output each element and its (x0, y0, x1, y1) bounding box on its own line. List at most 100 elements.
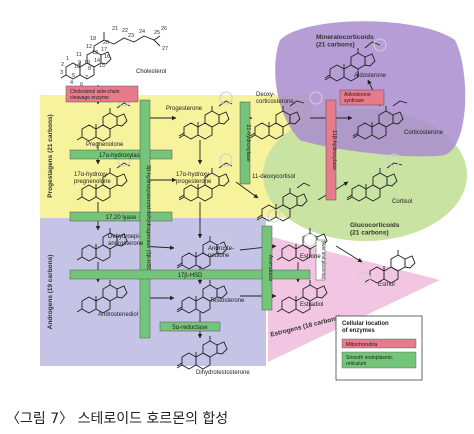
carbon-number: 14 (94, 58, 100, 64)
group-ring (267, 209, 281, 223)
caption-text: 스테로이드 호르몬의 합성 (77, 411, 229, 427)
group-ring (303, 233, 317, 247)
estradiol-label: Estradiol (300, 302, 323, 308)
cortisol-label: Cortisol (392, 199, 412, 205)
mineralocorticoid-zone (275, 21, 466, 157)
enzyme-box-3b-hsd (139, 99, 151, 339)
estrone-label: Estrone (300, 254, 321, 260)
carbon-number: 18 (90, 36, 96, 42)
group-ring (387, 153, 401, 167)
deoxycortisol-structure (256, 182, 311, 222)
carbon-number: 16 (104, 54, 110, 60)
pregnenolone-label: Pregnenolone (86, 142, 124, 148)
cortisol-structure (346, 162, 403, 202)
enzyme-label-17a-hydroxylase: 17α-hydroxylase (99, 153, 144, 159)
deoxycorticosterone-label: Deoxy-corticosterone (256, 92, 294, 105)
enzyme-box-5a-reductase (159, 321, 221, 332)
caption-prefix: 〈그림 7〉 (6, 411, 74, 427)
enzyme-box-17a-hydroxylase (69, 149, 173, 160)
carbon-number: 3 (60, 70, 63, 76)
carbon-number: 8 (88, 66, 91, 72)
deoxycortisol-label: 11-deoxycortisol (252, 174, 295, 180)
progestagens-label: Progestagens (21 carbons) (47, 114, 54, 197)
deoxycorticosterone-structure (249, 100, 305, 140)
enzyme-box-1720-lyase (69, 211, 173, 222)
carbon-number: 13 (92, 50, 98, 56)
testosterone-label: Testosterone (210, 298, 245, 304)
dht-label: Dihydrotestosterone (196, 370, 250, 376)
arrow (335, 245, 363, 263)
carbon-number: 1 (66, 56, 69, 62)
arrow (235, 181, 259, 199)
group-ring (373, 38, 387, 52)
carbon-number: 19 (84, 60, 90, 66)
legend-swatch-mitochondria (341, 338, 417, 349)
enzyme-box-aromatase (261, 225, 273, 311)
corticosterone-label: Corticosterone (404, 130, 444, 136)
androgens-label: Androgens (19 carbons) (47, 255, 54, 330)
estrogen-zone (268, 236, 440, 362)
enzyme-label-11b-hydroxylase: 11β-hydroxylase (331, 130, 337, 170)
enzyme-label-liver-placenta: (liver and placenta) (321, 241, 326, 280)
estriol-label: Estriol (378, 282, 395, 288)
enzyme-label-1720-lyase: 17,20 lyase (106, 215, 137, 221)
enzyme-box-21-hydroxylase (239, 101, 251, 185)
figure-caption: 〈그림 7〉 스테로이드 호르몬의 합성 (6, 408, 228, 428)
enzyme-box-17b-hsd (69, 269, 311, 280)
carbon-number: 4 (70, 80, 73, 86)
group-ring (309, 91, 323, 105)
carbon-number: 22 (122, 28, 128, 34)
legend-swatch-ser (341, 351, 417, 369)
group-ring (357, 271, 371, 285)
enzyme-box-aldosterone-synthase (339, 89, 385, 106)
carbon-number: 7 (85, 75, 88, 81)
glucocorticoids-label: Glucocorticoids(21 carbons) (350, 222, 400, 236)
steroidogenesis-diagram: Progestagens (21 carbons) Androgens (19 … (40, 21, 467, 381)
cholesterol-label: Cholesterol (136, 69, 166, 75)
progesterone-label: Progesterone (166, 106, 203, 112)
group-ring (218, 236, 232, 250)
carbon-number: 24 (139, 29, 145, 35)
carbon-number: 17 (101, 47, 107, 53)
aldosterone-label: Aldosterone (354, 73, 387, 79)
corticosterone-structure (352, 100, 408, 140)
carbon-number: 10 (74, 64, 80, 70)
enzyme-box-11b-hydroxylase (325, 99, 337, 201)
androstenedione-label: Androste-nedione (208, 246, 234, 259)
carbon-number: 20 (103, 40, 109, 46)
dhea-label: Dehydroepi-androsterone (108, 234, 144, 247)
carbon-number: 9 (78, 60, 81, 66)
carbon-number: 25 (154, 30, 160, 36)
enzyme-label-3b-hsd: 3β-hydroxysteroid dehydrogenase (3β-HSD) (145, 165, 151, 273)
mineralocorticoids-label: Mineralocorticoids(21 carbons) (316, 34, 374, 48)
enzyme-label-21-hydroxylase: 21-hydroxylase (245, 124, 251, 161)
carbon-number: 11 (76, 52, 82, 58)
legend-label-mitochondria: Mitochondria (346, 342, 378, 348)
enzyme-label-17b-hsd: 17β-HSD (178, 273, 203, 279)
androgen-zone (40, 218, 266, 366)
carbon-number: 15 (99, 63, 105, 69)
androstenediol-label: Androstenediol (98, 312, 138, 318)
carbon-number: 2 (61, 62, 64, 68)
group-ring (219, 153, 233, 167)
enzyme-box-liver-placenta (315, 239, 326, 281)
carbon-number: 12 (86, 44, 92, 50)
enzyme-label-aromatase: Aromatase (267, 255, 273, 282)
carbon-number: 6 (80, 82, 83, 88)
carbon-number: 21 (112, 26, 118, 32)
carbon-number: 26 (161, 26, 167, 32)
enzyme-label-5a-reductase: 5α-reductase (172, 325, 208, 331)
cholesterol-structure (60, 32, 161, 80)
aldosterone-structure (324, 41, 381, 82)
carbon-number: 27 (162, 46, 168, 52)
carbon-number: 23 (128, 33, 134, 39)
